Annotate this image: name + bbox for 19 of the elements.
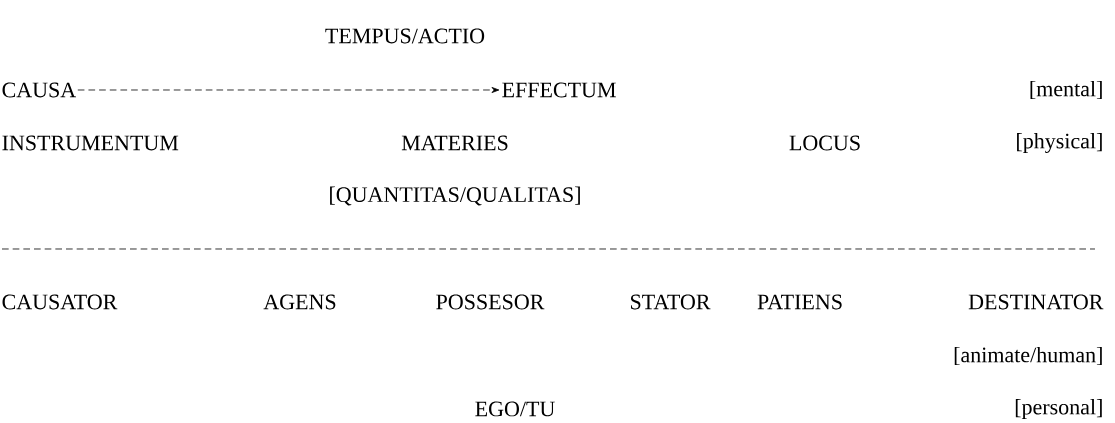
term-text: EGO/TU xyxy=(475,401,555,417)
term-text: PATIENS xyxy=(757,294,842,310)
term-text: [personal] xyxy=(1015,399,1102,419)
term-text: CAUSATOR xyxy=(2,294,118,310)
term-text: MATERIES xyxy=(401,135,508,151)
term-text: LOCUS xyxy=(789,135,860,151)
term-text: [physical] xyxy=(1017,133,1102,153)
term-text: TEMPUS/ACTIO xyxy=(325,28,485,44)
term-text: EFFECTUM xyxy=(502,82,616,98)
term-text: CAUSA xyxy=(2,82,76,98)
term-text: [mental] xyxy=(1030,80,1102,100)
term-text: [QUANTITAS/QUALITAS] xyxy=(330,186,580,206)
dashed-arrow xyxy=(77,87,500,93)
term-text: [animate/human] xyxy=(954,346,1102,366)
term-text: INSTRUMENTUM xyxy=(2,135,179,151)
term-text: DESTINATOR xyxy=(968,294,1104,310)
term-text: AGENS xyxy=(263,294,336,310)
term-text: STATOR xyxy=(631,294,711,310)
term-text: POSSESOR xyxy=(436,294,545,310)
